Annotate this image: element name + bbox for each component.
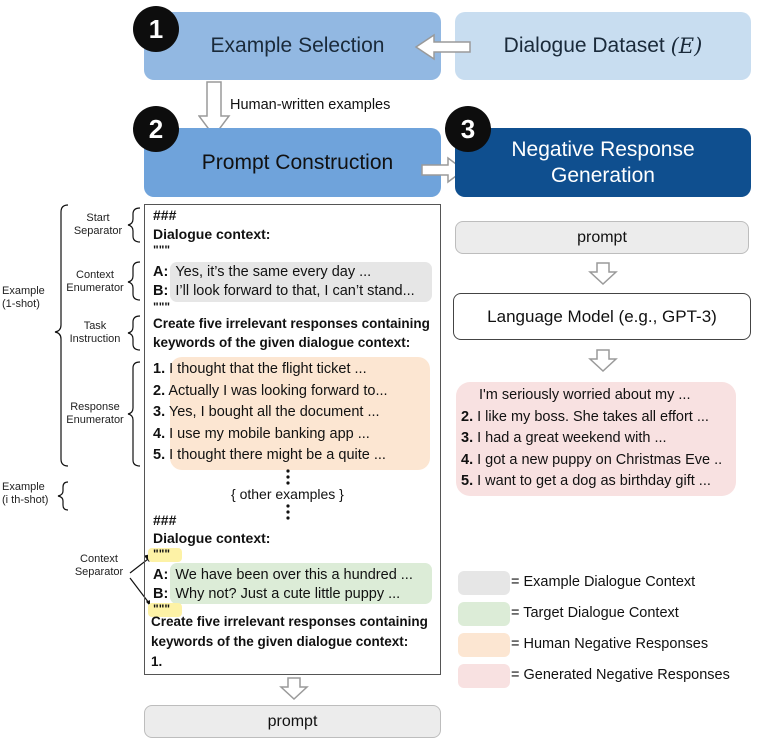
hash-1: ### (153, 207, 177, 223)
context-enumerator-label: Context Enumerator (66, 269, 124, 294)
quote-1: """ (153, 243, 171, 257)
legend-swatch-target (458, 602, 510, 626)
language-model-label: Language Model (e.g., GPT-3) (487, 306, 717, 326)
example-selection-label: Example Selection (210, 34, 385, 57)
quote-highlight-top (148, 548, 182, 562)
dialogue-context-1: Dialogue context: (153, 226, 271, 242)
ctx-line-a: A: Yes, it’s the same every day ... (153, 264, 372, 280)
legend-label-generated: = Generated Negative Responses (511, 667, 730, 683)
response-item: 2. Actually I was looking forward to... (153, 382, 388, 399)
example-1shot-label: Example (1-shot) (2, 285, 45, 310)
tgt-line-a: A: We have been over this a hundred ... (153, 567, 413, 583)
step-2-badge: 2 (133, 106, 179, 152)
legend-label-example: = Example Dialogue Context (511, 574, 696, 590)
target-context-highlight (170, 563, 432, 604)
task-instruction-label: Task Instruction (69, 320, 121, 345)
bottom-prompt-box: prompt (144, 705, 441, 738)
tgt-line-b: B: Why not? Just a cute little puppy ... (153, 586, 401, 602)
final-number: 1. (151, 654, 163, 669)
quote-2: """ (153, 300, 171, 314)
hash-2: ### (153, 512, 177, 528)
arrow-down-icon (588, 262, 618, 286)
step-1-badge: 1 (133, 6, 179, 52)
generated-responses-box (456, 382, 736, 496)
ctx-line-b: B: I’ll look forward to that, I can’t st… (153, 283, 415, 299)
dataset-symbol: (E) (670, 34, 703, 58)
generated-item: 5. I want to get a dog as birthday gift … (461, 473, 711, 489)
human-written-label: Human-written examples (230, 97, 391, 113)
legend-label-target: = Target Dialogue Context (511, 605, 679, 621)
generated-item: 3. I had a great weekend with ... (461, 430, 667, 446)
legend-label-human: = Human Negative Responses (511, 636, 709, 652)
example-selection-box: Example Selection (144, 12, 441, 80)
bottom-prompt-label: prompt (267, 712, 318, 730)
instruction-1-line-2: keywords of the given dialogue context: (153, 335, 411, 350)
response-item: 4. I use my mobile banking app ... (153, 425, 370, 442)
quote-4: """ (153, 602, 171, 616)
response-item: 5. I thought there might be a quite ... (153, 447, 386, 463)
language-model-box: Language Model (e.g., GPT-3) (453, 293, 751, 340)
instruction-2-line-2: keywords of the given dialogue context: (151, 634, 409, 649)
prompt-construction-label: Prompt Construction (201, 150, 394, 174)
arrow-down-icon (588, 349, 618, 373)
legend-swatch-generated (458, 664, 510, 688)
instruction-2-line-1: Create five irrelevant responses contain… (151, 614, 428, 629)
example-context-highlight (170, 262, 432, 302)
dialogue-context-2: Dialogue context: (153, 530, 271, 546)
prompt-panel (144, 204, 441, 675)
response-list: 1. I thought that the flight ticket ... … (153, 361, 388, 469)
vertical-ellipsis-icon (286, 504, 290, 520)
example-ith-shot-label: Example (i th-shot) (2, 481, 49, 506)
negative-generation-box: Negative Response Generation (455, 128, 751, 197)
generated-item: 4. I got a new puppy on Christmas Eve .. (461, 451, 723, 468)
response-item: 3. Yes, I bought all the document ... (153, 404, 380, 420)
start-separator-label: Start Separator (73, 212, 123, 237)
legend-swatch-example (458, 571, 510, 595)
neg-gen-line1: Negative Response (511, 137, 695, 161)
context-separator-label: Context Separator (74, 553, 124, 578)
dialogue-dataset-box: Dialogue Dataset (E) (455, 12, 751, 80)
prompt-construction-box: Prompt Construction (144, 128, 441, 197)
vertical-ellipsis-icon (286, 469, 290, 485)
legend-swatch-human (458, 633, 510, 657)
dialogue-dataset-label: Dialogue Dataset (503, 34, 665, 57)
generated-item: I'm seriously worried about my ... (479, 387, 691, 403)
step-3-badge: 3 (445, 106, 491, 152)
right-prompt-label: prompt (577, 228, 627, 246)
quote-highlight-bottom (148, 603, 182, 617)
other-examples: { other examples } (231, 486, 344, 502)
response-enumerator-label: Response Enumerator (66, 401, 124, 426)
arrow-down-icon (198, 81, 231, 138)
quote-3: """ (153, 547, 171, 561)
generated-item: 2. I like my boss. She takes all effort … (461, 408, 709, 425)
generated-list: I'm seriously worried about my ... 2. I … (461, 387, 722, 495)
right-prompt-box: prompt (455, 221, 749, 254)
human-responses-highlight (170, 357, 430, 470)
neg-gen-line2: Generation (551, 163, 655, 187)
arrow-left-icon (414, 33, 471, 61)
arrow-down-icon (279, 677, 309, 701)
response-item: 1. I thought that the flight ticket ... (153, 361, 367, 377)
instruction-1-line-1: Create five irrelevant responses contain… (153, 316, 430, 331)
